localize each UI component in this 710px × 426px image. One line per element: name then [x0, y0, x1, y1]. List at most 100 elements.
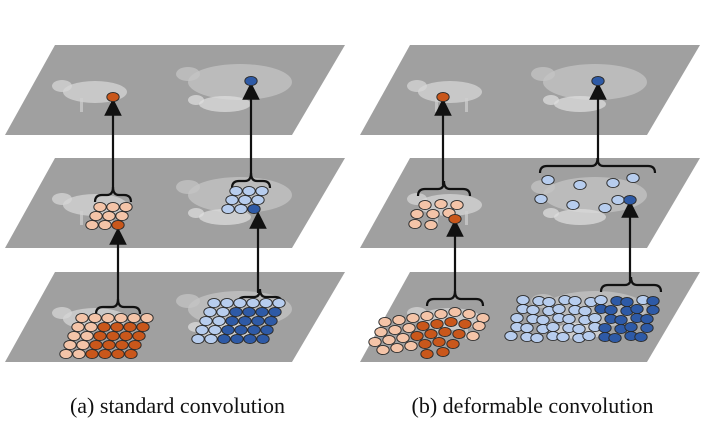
bottom-sample-blue [547, 322, 559, 331]
bottom-sample-orange [449, 307, 461, 316]
bottom-sample-orange [124, 322, 136, 331]
bottom-sample-orange [133, 331, 145, 340]
bottom-sample-orange [403, 323, 415, 332]
small-lamb-head [188, 208, 204, 218]
sheep-body [188, 64, 292, 100]
mid-sample-blue [612, 195, 624, 204]
bottom-sample-orange [383, 335, 395, 344]
bottom-sample-blue [579, 306, 591, 315]
bottom-sample-blue [230, 307, 242, 316]
lamb-leg [80, 211, 83, 225]
bottom-sample-blue [573, 324, 585, 333]
bottom-sample-orange [68, 331, 80, 340]
bottom-sample-blue [647, 296, 659, 305]
output-unit-blue [245, 76, 257, 85]
bottom-sample-orange [141, 313, 153, 322]
lamb-head [52, 193, 72, 205]
bottom-sample-orange [445, 317, 457, 326]
bottom-sample-orange [411, 331, 423, 340]
bottom-sample-blue [569, 296, 581, 305]
bottom-sample-orange [77, 340, 89, 349]
bottom-sample-orange [85, 322, 97, 331]
mid-sample-blue [627, 173, 639, 182]
bottom-sample-blue [605, 305, 617, 314]
mid-sample-blue [607, 178, 619, 187]
bottom-sample-orange [393, 315, 405, 324]
mid-sample-orange [99, 220, 111, 229]
bottom-sample-orange [125, 349, 137, 358]
bottom-sample-blue [234, 298, 246, 307]
bottom-sample-blue [222, 325, 234, 334]
small-lamb-head [543, 208, 559, 218]
bottom-sample-orange [419, 339, 431, 348]
lamb-head [407, 80, 427, 92]
lamb-leg [465, 98, 468, 112]
bottom-sample-orange [73, 349, 85, 358]
bottom-sample-orange [115, 313, 127, 322]
bottom-sample-blue [557, 332, 569, 341]
mid-sample-orange [425, 220, 437, 229]
mid-sample-orange [419, 200, 431, 209]
lamb-head [52, 307, 72, 319]
bottom-sample-blue [239, 316, 251, 325]
bottom-sample-orange [425, 329, 437, 338]
mid-sample-blue [535, 194, 547, 203]
bottom-sample-orange [86, 349, 98, 358]
bottom-sample-blue [625, 322, 637, 331]
output-unit-orange [107, 92, 119, 101]
bottom-sample-blue [609, 333, 621, 342]
bottom-sample-orange [60, 349, 72, 358]
mid-sample-blue [542, 175, 554, 184]
mid-sample-orange [427, 209, 439, 218]
bottom-sample-blue [505, 331, 517, 340]
bottom-sample-blue [196, 325, 208, 334]
lamb-head [52, 80, 72, 92]
sheep-head [176, 180, 200, 194]
bottom-sample-orange [397, 333, 409, 342]
bottom-sample-orange [94, 331, 106, 340]
bottom-sample-blue [252, 316, 264, 325]
mid-sample-blue [226, 195, 238, 204]
bottom-sample-orange [107, 331, 119, 340]
lamb-body [418, 81, 482, 103]
bottom-sample-orange [421, 311, 433, 320]
bottom-sample-blue [226, 316, 238, 325]
lamb-leg [80, 98, 83, 112]
lamb-leg [465, 211, 468, 225]
bottom-sample-orange [391, 343, 403, 352]
bottom-sample-blue [583, 331, 595, 340]
output-unit-orange [437, 92, 449, 101]
bottom-sample-blue [647, 305, 659, 314]
bottom-sample-blue [521, 323, 533, 332]
mid-sample-blue [235, 204, 247, 213]
bottom-sample-blue [243, 307, 255, 316]
bottom-sample-blue [553, 304, 565, 313]
sheep-head [176, 294, 200, 308]
mid-sample-blue [248, 204, 260, 213]
bottom-sample-orange [437, 347, 449, 356]
bottom-sample-orange [102, 313, 114, 322]
small-lamb-head [543, 95, 559, 105]
mid-sample-blue [243, 186, 255, 195]
bottom-sample-blue [209, 325, 221, 334]
small-lamb [554, 209, 606, 225]
mid-sample-orange [94, 202, 106, 211]
bottom-sample-orange [433, 337, 445, 346]
bottom-sample-orange [120, 331, 132, 340]
bottom-sample-blue [248, 325, 260, 334]
mid-sample-blue [256, 186, 268, 195]
mid-sample-blue [252, 195, 264, 204]
mid-sample-blue [230, 186, 242, 195]
mid-sample-orange [112, 220, 124, 229]
mid-sample-orange [435, 199, 447, 208]
bottom-sample-blue [631, 304, 643, 313]
mid-sample-orange [86, 220, 98, 229]
bottom-sample-orange [439, 327, 451, 336]
bottom-sample-blue [635, 332, 647, 341]
bottom-sample-orange [64, 340, 76, 349]
bottom-sample-orange [459, 319, 471, 328]
mid-sample-blue [599, 203, 611, 212]
caption-standard-convolution: (a) standard convolution [0, 390, 355, 422]
bottom-sample-orange [405, 341, 417, 350]
mid-sample-orange [116, 211, 128, 220]
